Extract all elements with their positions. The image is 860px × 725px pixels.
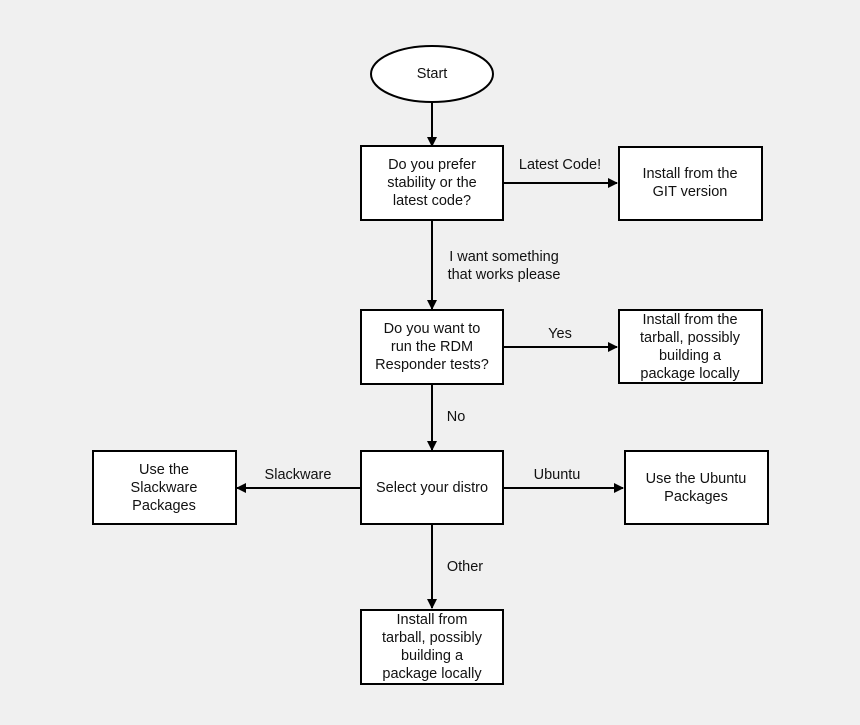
text-line: Latest Code! <box>519 157 601 173</box>
start-node-label: Start <box>417 66 448 82</box>
text-line: tarball, possibly <box>382 630 483 646</box>
rdm-question-box: Do you want to run the RDM Responder tests… <box>360 309 504 385</box>
stability-question-box: Do you prefer stability or the latest code… <box>360 145 504 221</box>
start-node: Start <box>370 45 494 103</box>
distro-select-label: Select your distro <box>376 480 488 496</box>
edge-label-other: Other <box>447 559 483 575</box>
text-line: Install from <box>397 612 468 628</box>
text-line: Slackware <box>265 467 332 483</box>
stability-question-label: Do you prefer stability or the latest code… <box>387 157 476 209</box>
edge-label-no: No <box>447 409 466 425</box>
text-line: run the RDM <box>391 339 473 355</box>
edge-label-yes: Yes <box>548 326 572 342</box>
text-line: that works please <box>448 267 561 283</box>
text-line: I want something <box>449 249 559 265</box>
text-line: GIT version <box>653 184 728 200</box>
tarball-other-box: Install from tarball, possibly building a p… <box>360 609 504 685</box>
text-line: Other <box>447 559 483 575</box>
text-line: Packages <box>132 498 196 514</box>
text-line: Use the Ubuntu <box>646 471 747 487</box>
text-line: Use the <box>139 462 189 478</box>
text-line: Slackware <box>131 480 198 496</box>
text-line: Select your distro <box>376 480 488 496</box>
text-line: Do you prefer <box>388 157 476 173</box>
text-line: building a <box>401 648 464 664</box>
text-line: Yes <box>548 326 572 342</box>
text-line: stability or the <box>387 175 476 191</box>
text-line: building a <box>659 348 722 364</box>
text-line: latest code? <box>393 193 471 209</box>
text-line: Ubuntu <box>534 467 581 483</box>
text-line: Do you want to <box>384 321 481 337</box>
edge-label-latest-code: Latest Code! <box>519 157 601 173</box>
text-line: package locally <box>640 366 740 382</box>
text-line: Responder tests? <box>375 357 489 373</box>
distro-select-box: Select your distro <box>360 450 504 525</box>
edge-label-works: I want something that works please <box>448 249 561 283</box>
connectors <box>236 102 624 609</box>
text-line: Packages <box>664 489 728 505</box>
rdm-question-label: Do you want to run the RDM Responder tests… <box>375 321 489 373</box>
text-line: Install from the <box>642 312 737 328</box>
tarball-rdm-label: Install from the tarball, possibly buildin… <box>640 312 741 382</box>
edge-label-slackware: Slackware <box>265 467 332 483</box>
text-line: No <box>447 409 466 425</box>
tarball-other-label: Install from tarball, possibly building a p… <box>382 612 483 682</box>
text-line: tarball, possibly <box>640 330 741 346</box>
text-line: package locally <box>382 666 482 682</box>
edge-label-ubuntu: Ubuntu <box>534 467 581 483</box>
text-line: Start <box>417 66 448 82</box>
tarball-rdm-box: Install from the tarball, possibly buildin… <box>618 309 763 384</box>
text-line: Install from the <box>642 166 737 182</box>
